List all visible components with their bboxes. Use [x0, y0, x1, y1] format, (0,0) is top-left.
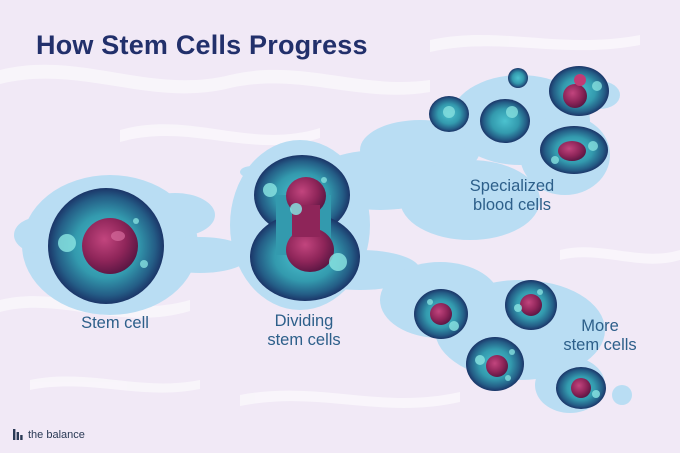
label-more-line2: stem cells: [563, 336, 637, 354]
logo-text: the balance: [28, 428, 85, 441]
brand-logo: the balance: [12, 428, 85, 441]
balance-logo-icon: [13, 429, 23, 440]
label-more-stem-cells: More stem cells: [550, 317, 650, 355]
label-specialized-line2: blood cells: [473, 196, 551, 214]
more-stem-cells: [414, 280, 606, 409]
label-more-line1: More: [581, 317, 619, 335]
label-specialized-blood-cells: Specialized blood cells: [452, 177, 572, 215]
dividing-stem-cell: [250, 155, 360, 301]
label-dividing-line2: stem cells: [267, 331, 341, 349]
label-stem-cell-text: Stem cell: [81, 314, 149, 332]
label-stem-cell: Stem cell: [60, 314, 170, 333]
stem-cell: [48, 188, 164, 304]
label-specialized-line1: Specialized: [469, 177, 555, 195]
page-title: How Stem Cells Progress: [36, 30, 368, 60]
label-dividing-line1: Dividing: [274, 312, 334, 330]
label-dividing-stem-cells: Dividing stem cells: [254, 312, 354, 350]
specialized-blood-cells: [429, 66, 609, 174]
